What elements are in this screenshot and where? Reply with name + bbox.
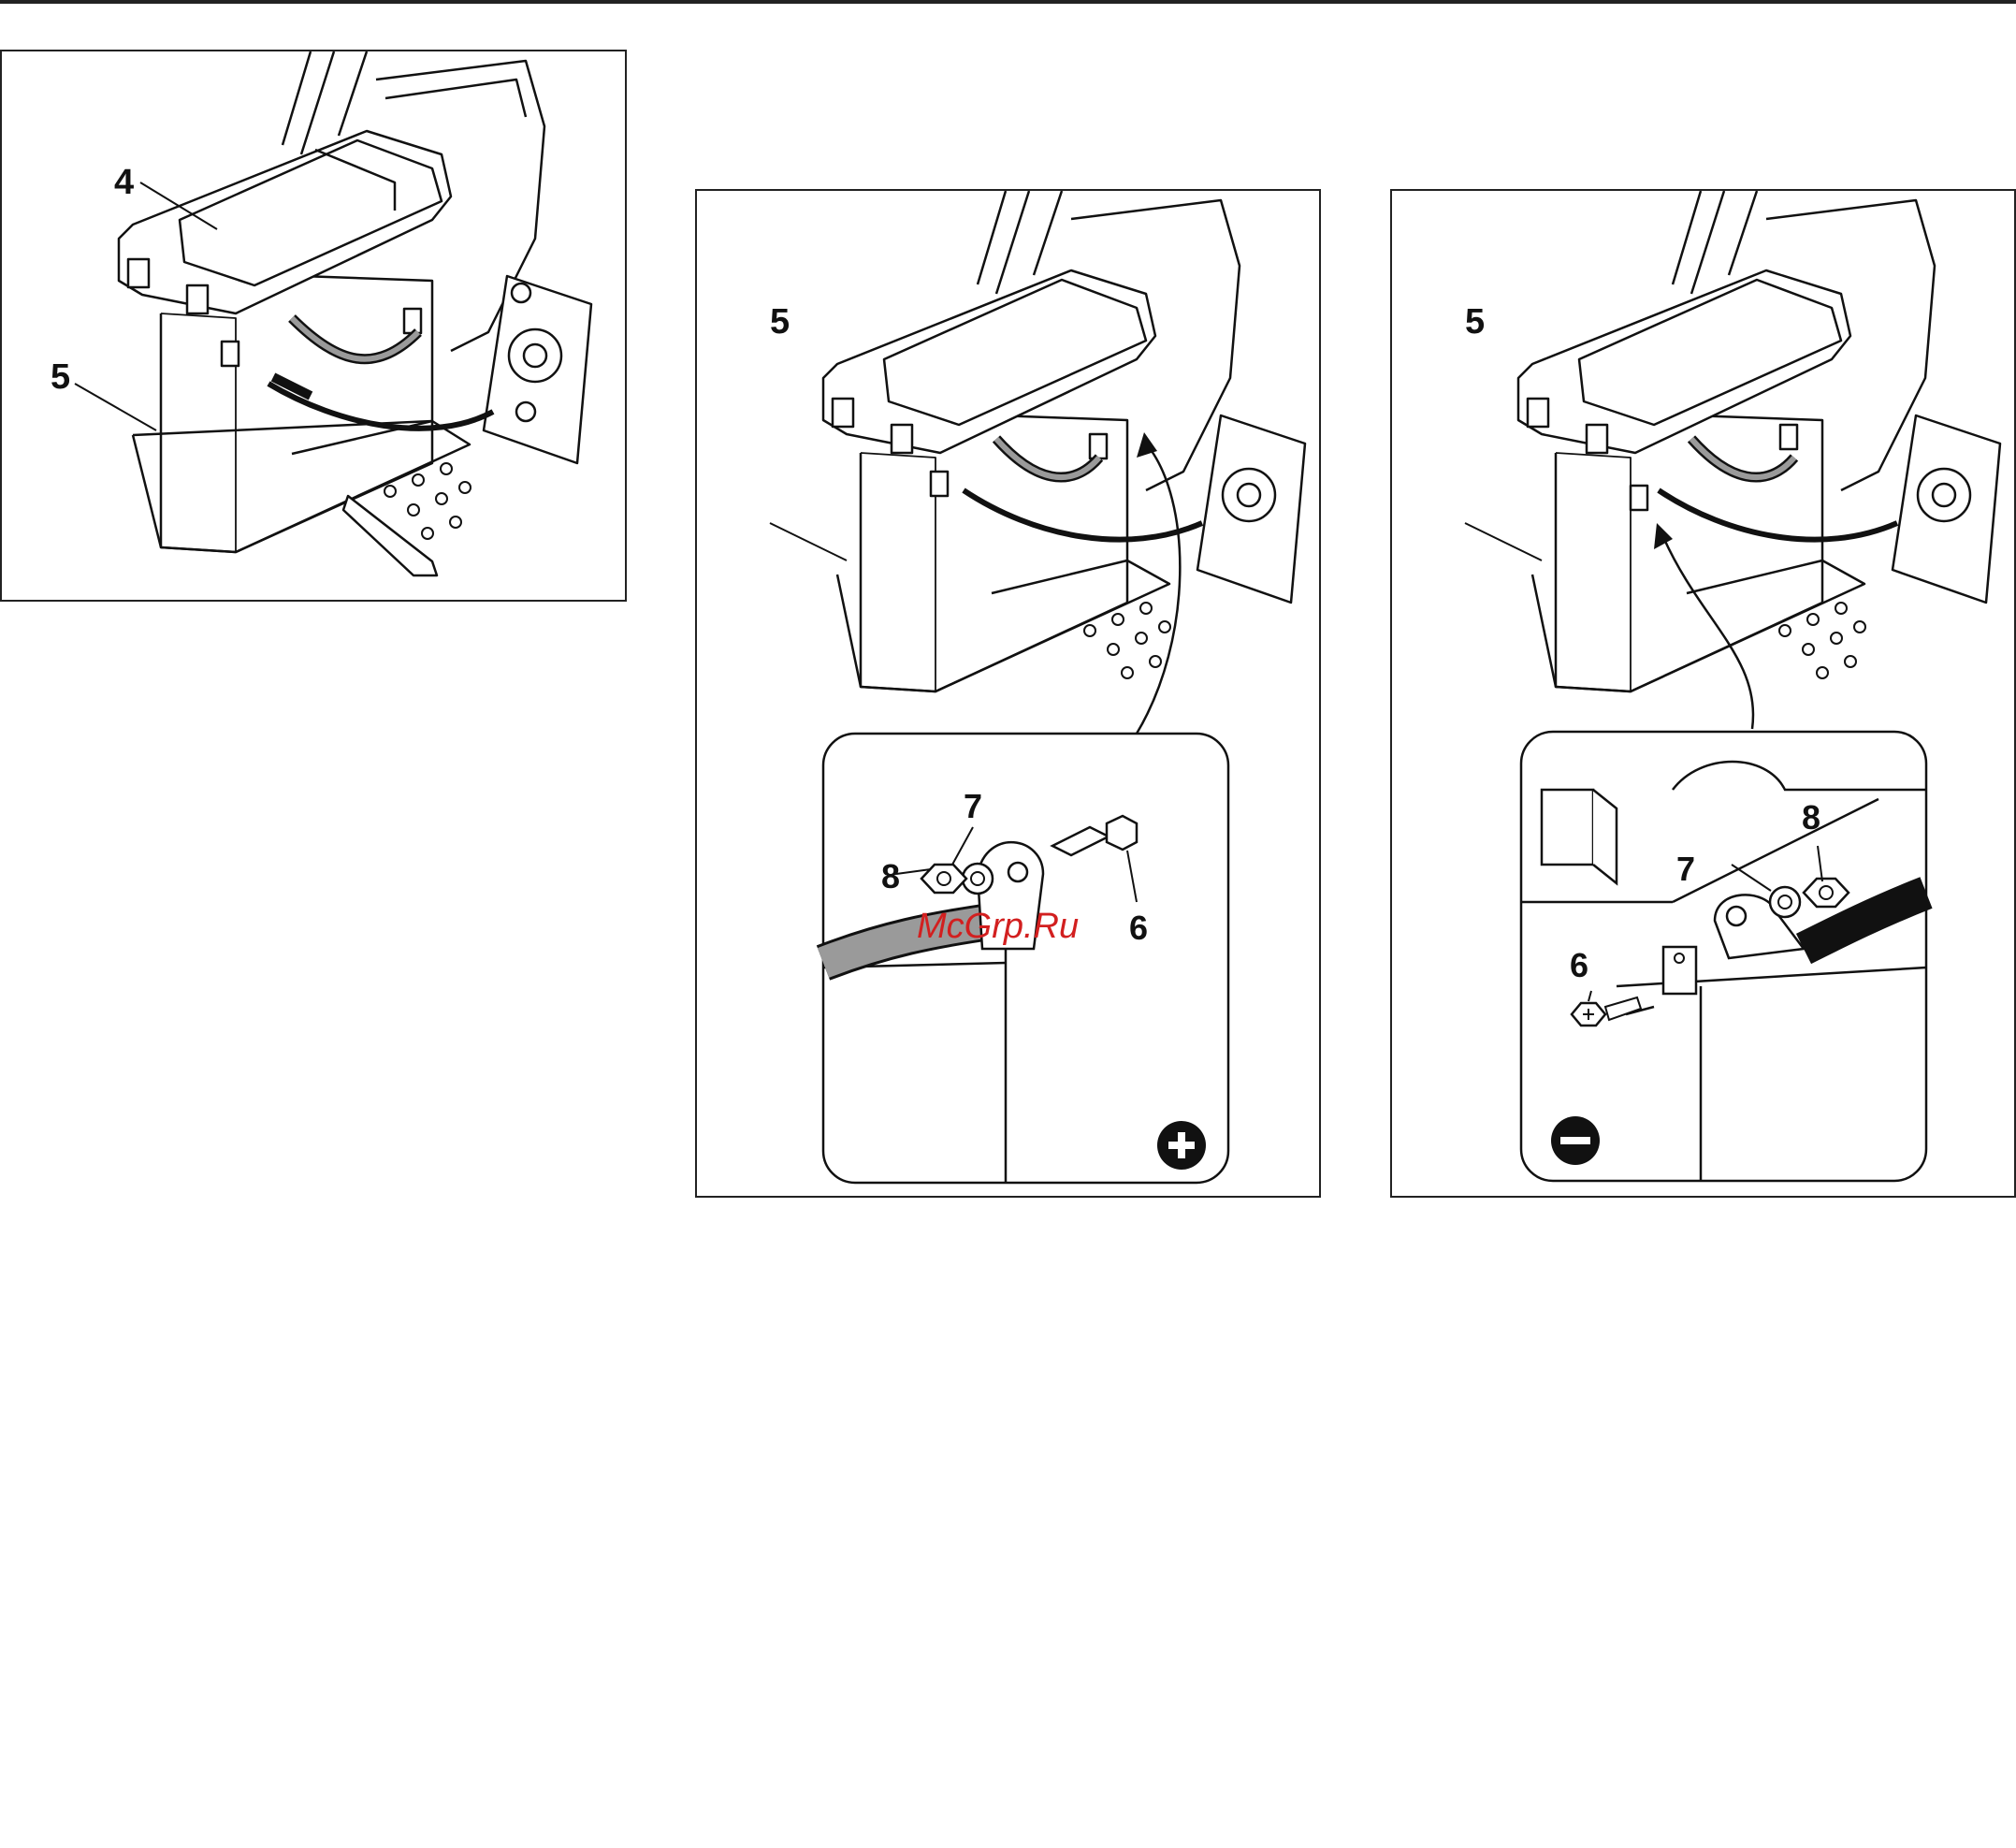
callout-washer: 7 xyxy=(964,787,982,825)
plus-circle-icon xyxy=(1157,1121,1206,1170)
callout-nut: 8 xyxy=(881,857,900,895)
callout-bolt: 6 xyxy=(1570,946,1588,984)
callout-battery: 5 xyxy=(51,357,70,397)
detail-inset-negative: 7 8 6 xyxy=(1521,732,1926,1181)
watermark: McGrp.Ru xyxy=(907,898,1132,954)
callout-battery: 5 xyxy=(1465,302,1485,342)
figure-negative-terminal: 5 7 8 6 xyxy=(1390,189,2016,1198)
top-rule xyxy=(0,0,2016,4)
callout-bolt: 6 xyxy=(1129,909,1148,947)
watermark-text: McGrp.Ru xyxy=(917,907,1079,946)
figure-battery-cover: 4 5 xyxy=(0,50,627,602)
callout-cover: 4 xyxy=(114,163,134,202)
callout-nut: 8 xyxy=(1802,798,1820,837)
minus-circle-icon xyxy=(1551,1116,1600,1165)
detail-inset-positive: 7 8 6 xyxy=(823,734,1228,1183)
figure-positive-terminal: 5 7 8 6 xyxy=(695,189,1321,1198)
battery-cover-drawing: 4 5 xyxy=(2,51,629,604)
negative-terminal-drawing: 5 7 8 6 xyxy=(1392,191,2016,1200)
callout-washer: 7 xyxy=(1676,850,1695,888)
positive-terminal-drawing: 5 7 8 6 xyxy=(697,191,1323,1200)
callout-battery: 5 xyxy=(770,302,790,342)
